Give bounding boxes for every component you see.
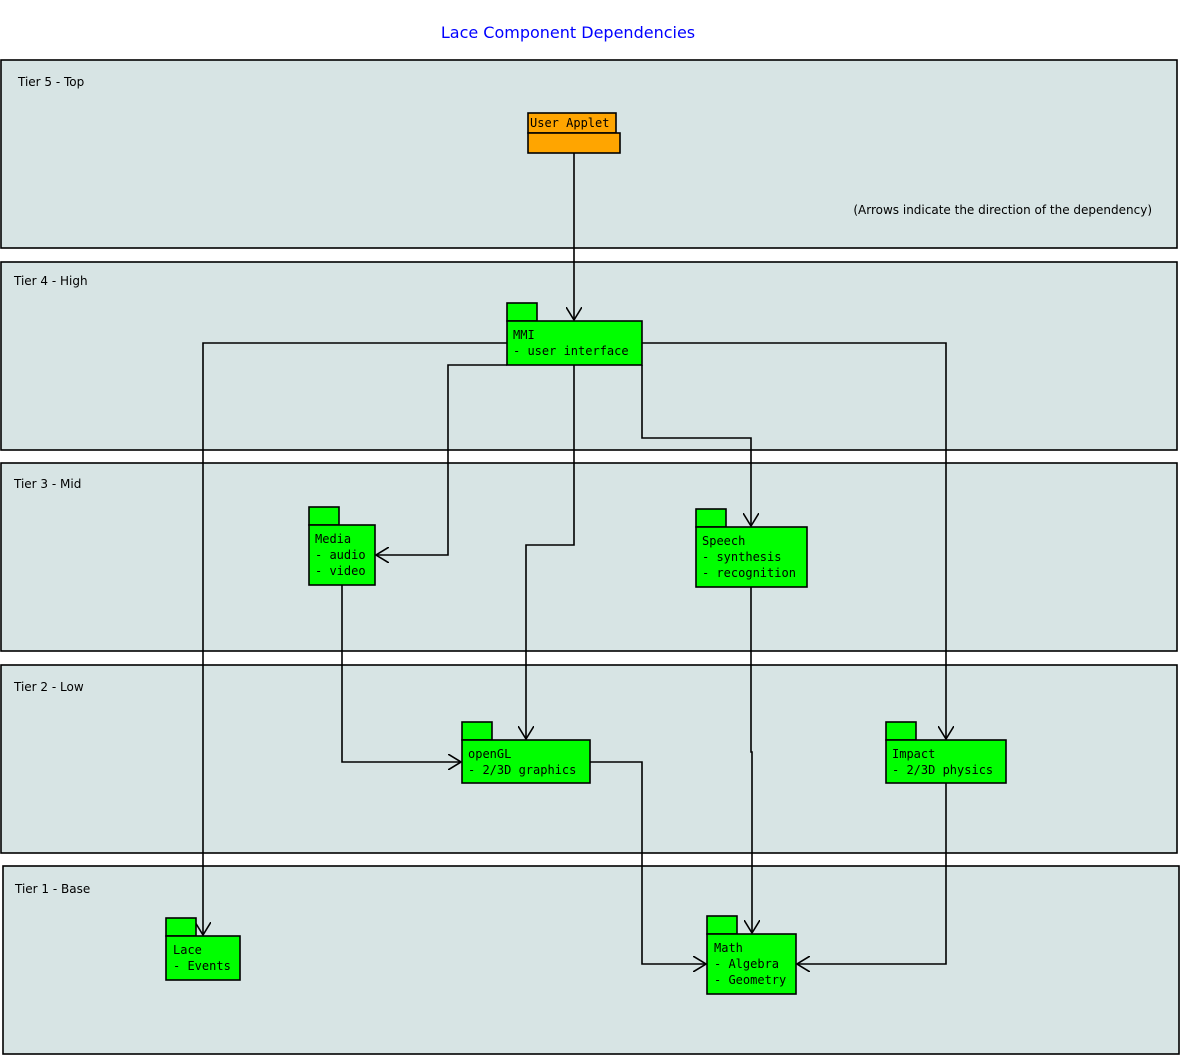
package-name: User Applet [530, 116, 609, 130]
tier-label: Tier 5 - Top [17, 75, 84, 89]
package-line: - user interface [513, 344, 629, 358]
diagram-title: Lace Component Dependencies [441, 23, 695, 42]
edge-media-opengl [341, 585, 461, 762]
package-line: - 2/3D graphics [468, 763, 576, 777]
package-name: openGL [468, 747, 511, 761]
tier-3: Tier 3 - Mid [0, 462, 1178, 652]
package-math[interactable]: Math - Algebra - Geometry [706, 915, 797, 995]
package-name: MMI [513, 328, 535, 342]
dependency-edges [203, 153, 946, 964]
package-impact[interactable]: Impact - 2/3D physics [885, 721, 1007, 784]
package-mmi[interactable]: MMI - user interface [506, 302, 643, 366]
package-name: Math [714, 941, 743, 955]
package-opengl[interactable]: openGL - 2/3D graphics [461, 721, 591, 784]
tier-label: Tier 3 - Mid [13, 477, 81, 491]
edge-opengl-math [590, 761, 706, 964]
tier-label: Tier 1 - Base [14, 882, 90, 896]
package-media[interactable]: Media - audio - video [308, 506, 376, 586]
package-line: - recognition [702, 566, 796, 580]
legend-note: (Arrows indicate the direction of the de… [853, 203, 1152, 217]
package-user-applet[interactable]: User Applet [527, 112, 621, 154]
package-line: - Geometry [714, 973, 786, 987]
package-lace[interactable]: Lace - Events [165, 917, 241, 981]
package-line: - synthesis [702, 550, 781, 564]
edge-mmi-lace [203, 342, 507, 935]
package-line: - audio [315, 548, 366, 562]
package-name: Speech [702, 534, 745, 548]
tier-label: Tier 2 - Low [13, 680, 84, 694]
edge-mmi-opengl [526, 365, 575, 739]
package-line: - Algebra [714, 957, 779, 971]
tier-label: Tier 4 - High [13, 274, 88, 288]
package-name: Media [315, 532, 351, 546]
package-speech[interactable]: Speech - synthesis - recognition [695, 508, 808, 588]
package-name: Lace [173, 943, 202, 957]
edge-speech-math [751, 587, 752, 933]
package-name: Impact [892, 747, 935, 761]
edge-mmi-speech [641, 365, 751, 526]
package-line: - Events [173, 959, 231, 973]
edge-mmi-media [376, 364, 507, 555]
edge-mmi-impact [642, 342, 946, 739]
tier-5: Tier 5 - Top [0, 59, 1178, 249]
package-line: - video [315, 564, 366, 578]
edge-impact-math [797, 783, 947, 964]
package-line: - 2/3D physics [892, 763, 993, 777]
